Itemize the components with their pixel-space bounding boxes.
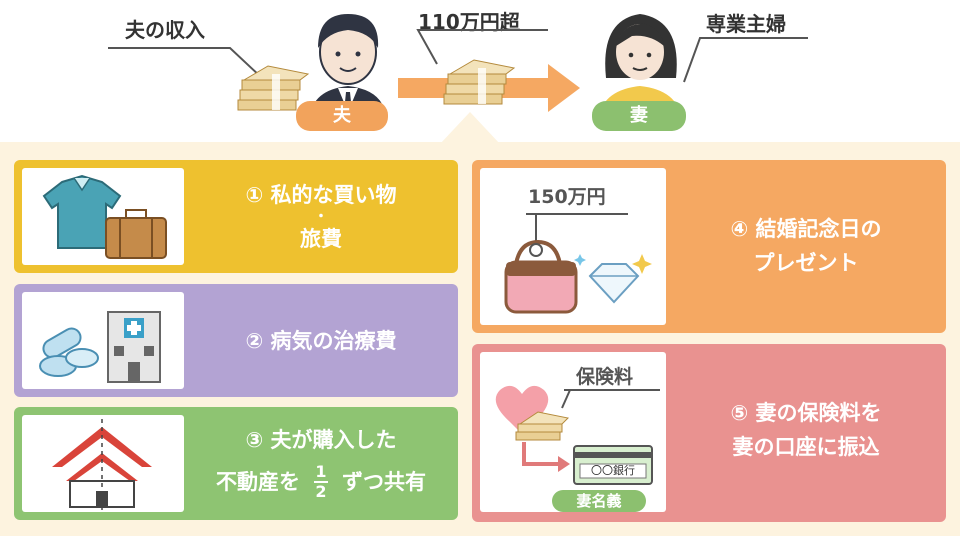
panel-3-line2-part1: 不動産を: [216, 470, 300, 494]
panel-2-medical-expenses: ② 病気の治療費: [14, 284, 458, 397]
panel-1-private-shopping-travel: ① 私的な買い物 ・ 旅費: [14, 160, 458, 273]
panel-1-separator: ・: [314, 209, 328, 225]
callout-notch: [440, 112, 500, 144]
hospital-icon: [107, 311, 161, 383]
money-stack-icon: [443, 59, 516, 105]
money-stack-icon: [237, 65, 310, 111]
fraction-denominator: 2: [315, 482, 327, 501]
wife-status-label: 専業主婦: [706, 12, 786, 36]
wife-avatar-icon: [598, 14, 682, 120]
husband-tag: 夫: [296, 101, 388, 131]
panel-4-anniversary-gift: 150万円 ④ 結婚記念日の プレゼント: [472, 160, 946, 333]
panel-4-line2: プレゼント: [753, 251, 859, 275]
panel-5-insurance-transfer: 保険料 〇〇銀行 妻名義 ⑤ 妻の保険料を 妻の口座に振込: [472, 344, 946, 522]
diamond-icon: [574, 254, 652, 304]
bank-card-text: 〇〇銀行: [591, 464, 635, 477]
panel-5-thumbnail: 保険料 〇〇銀行 妻名義: [480, 352, 666, 512]
heart-icon: [495, 385, 549, 434]
wife-status-leader: [683, 37, 808, 83]
pills-icon: [39, 327, 99, 377]
panel-1-text: ① 私的な買い物 ・ 旅費: [196, 178, 446, 256]
panel-5-line2: 妻の口座に振込: [732, 435, 880, 459]
panel-5-line1: ⑤ 妻の保険料を: [730, 401, 882, 425]
husband-income-leader: [108, 47, 263, 79]
panel-2-thumbnail: [22, 292, 184, 389]
panel-3-line1: ③ 夫が購入した: [245, 428, 397, 452]
panel-1-thumbnail: [22, 168, 184, 265]
panel-5-text: ⑤ 妻の保険料を 妻の口座に振込: [678, 396, 934, 464]
panel-4-line1: ④ 結婚記念日の: [730, 217, 882, 241]
panel-2-text: ② 病気の治療費: [196, 324, 446, 358]
panel-4-thumbnail: 150万円: [480, 168, 666, 325]
panel-3-thumbnail: [22, 415, 184, 512]
panel-1-line2: 旅費: [300, 227, 342, 251]
suitcase-icon: [105, 209, 167, 259]
money-stack-icon: [515, 411, 570, 441]
wife-name-tag: 妻名義: [552, 490, 646, 512]
husband-income-label: 夫の収入: [125, 18, 205, 42]
bank-card-icon: [573, 445, 653, 485]
insurance-premium-label: 保険料: [576, 366, 634, 388]
panel-1-line1: ① 私的な買い物: [245, 183, 397, 207]
house-icon: [52, 419, 152, 510]
handbag-icon: [504, 239, 578, 314]
panel-2-line1: ② 病気の治療費: [245, 329, 397, 353]
transfer-amount-leader: [416, 29, 548, 65]
wife-tag: 妻: [592, 101, 686, 131]
fraction-numerator: 1: [315, 462, 327, 481]
gift-price-label: 150万円: [528, 186, 606, 208]
panel-4-text: ④ 結婚記念日の プレゼント: [678, 212, 934, 280]
panel-3-shared-real-estate: ③ 夫が購入した 不動産を 1 2 ずつ共有: [14, 407, 458, 520]
panel-3-line2-part2: ずつ共有: [342, 470, 426, 494]
panel-3-text: ③ 夫が購入した 不動産を 1 2 ずつ共有: [196, 423, 446, 501]
fraction-one-half: 1 2: [314, 463, 328, 501]
